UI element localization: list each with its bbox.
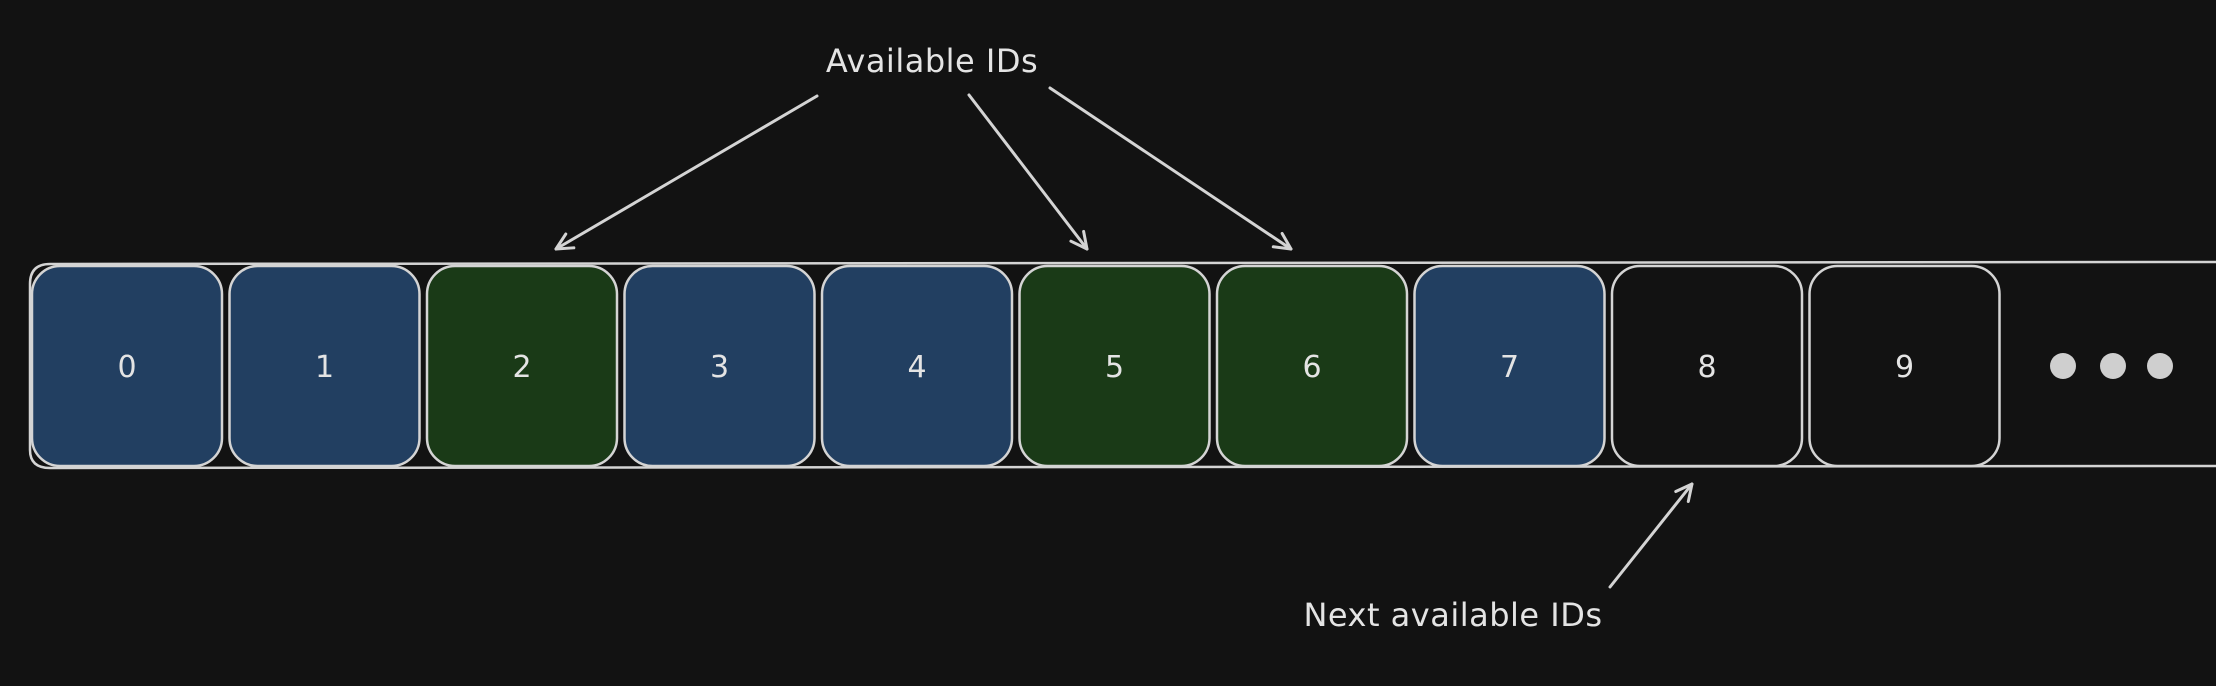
- id-cell-box: [1018, 264, 1211, 468]
- id-cell-6: 6: [1215, 264, 1409, 468]
- id-cell-label: 9: [1895, 350, 1914, 385]
- id-cell-label: 1: [315, 350, 334, 385]
- id-cell-label: 6: [1302, 350, 1321, 385]
- id-cell-box: [425, 264, 619, 468]
- id-cell-box: [228, 264, 421, 468]
- id-cell-0: 0: [30, 264, 224, 468]
- id-cell-box: [1215, 264, 1409, 468]
- id-cell-label: 7: [1500, 350, 1519, 385]
- id-cell-5: 5: [1018, 264, 1211, 468]
- id-cell-box: [30, 264, 224, 468]
- id-cell-label: 2: [512, 350, 531, 385]
- id-cell-2: 2: [425, 264, 619, 468]
- id-cell-box: [623, 264, 816, 468]
- arrow-to-id-8: [1608, 482, 1694, 589]
- id-cell-1: 1: [228, 264, 421, 468]
- id-cell-box: [820, 264, 1014, 468]
- id-cell-9: 9: [1808, 264, 2001, 468]
- id-cell-box: [1413, 264, 1606, 468]
- arrow-to-id-5: [967, 93, 1089, 251]
- id-cell-label: 5: [1105, 350, 1124, 385]
- next-available-ids-label: Next available IDs: [1303, 596, 1602, 634]
- ellipsis-dots-icon: [2050, 353, 2173, 379]
- id-cell-7: 7: [1413, 264, 1606, 468]
- id-cell-4: 4: [820, 264, 1014, 468]
- id-cell-8: 8: [1610, 264, 1804, 468]
- id-cell-box: [1610, 264, 1804, 468]
- id-cell-box: [1808, 264, 2001, 468]
- id-cell-label: 0: [117, 350, 136, 385]
- id-cell-label: 8: [1697, 350, 1716, 385]
- arrow-to-id-6: [1048, 86, 1293, 251]
- available-ids-label: Available IDs: [826, 42, 1038, 80]
- id-cells: 0 1 2 3 4 5 6 7 8 9: [30, 264, 2001, 468]
- id-strip-outline: [28, 260, 2216, 470]
- id-cell-label: 4: [907, 350, 926, 385]
- arrow-to-id-2: [554, 94, 819, 251]
- id-cell-3: 3: [623, 264, 816, 468]
- id-cell-label: 3: [710, 350, 729, 385]
